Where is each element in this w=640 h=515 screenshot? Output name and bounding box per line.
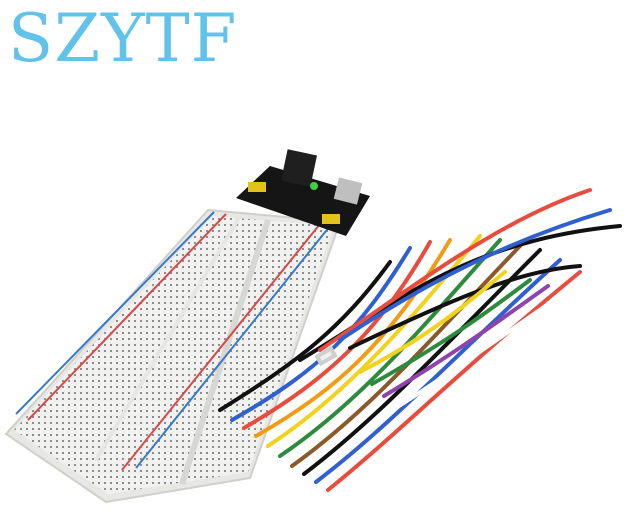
- breadboard: [4, 208, 342, 504]
- power-supply-module: [236, 149, 370, 236]
- breadboard-positive-rail: [27, 213, 227, 421]
- jumper-wire-bundle: [218, 188, 622, 492]
- brand-logo: SZYTF: [8, 0, 238, 77]
- jumper-header: [248, 182, 266, 192]
- breadboard-negative-rail: [15, 211, 215, 415]
- power-led: [310, 182, 318, 190]
